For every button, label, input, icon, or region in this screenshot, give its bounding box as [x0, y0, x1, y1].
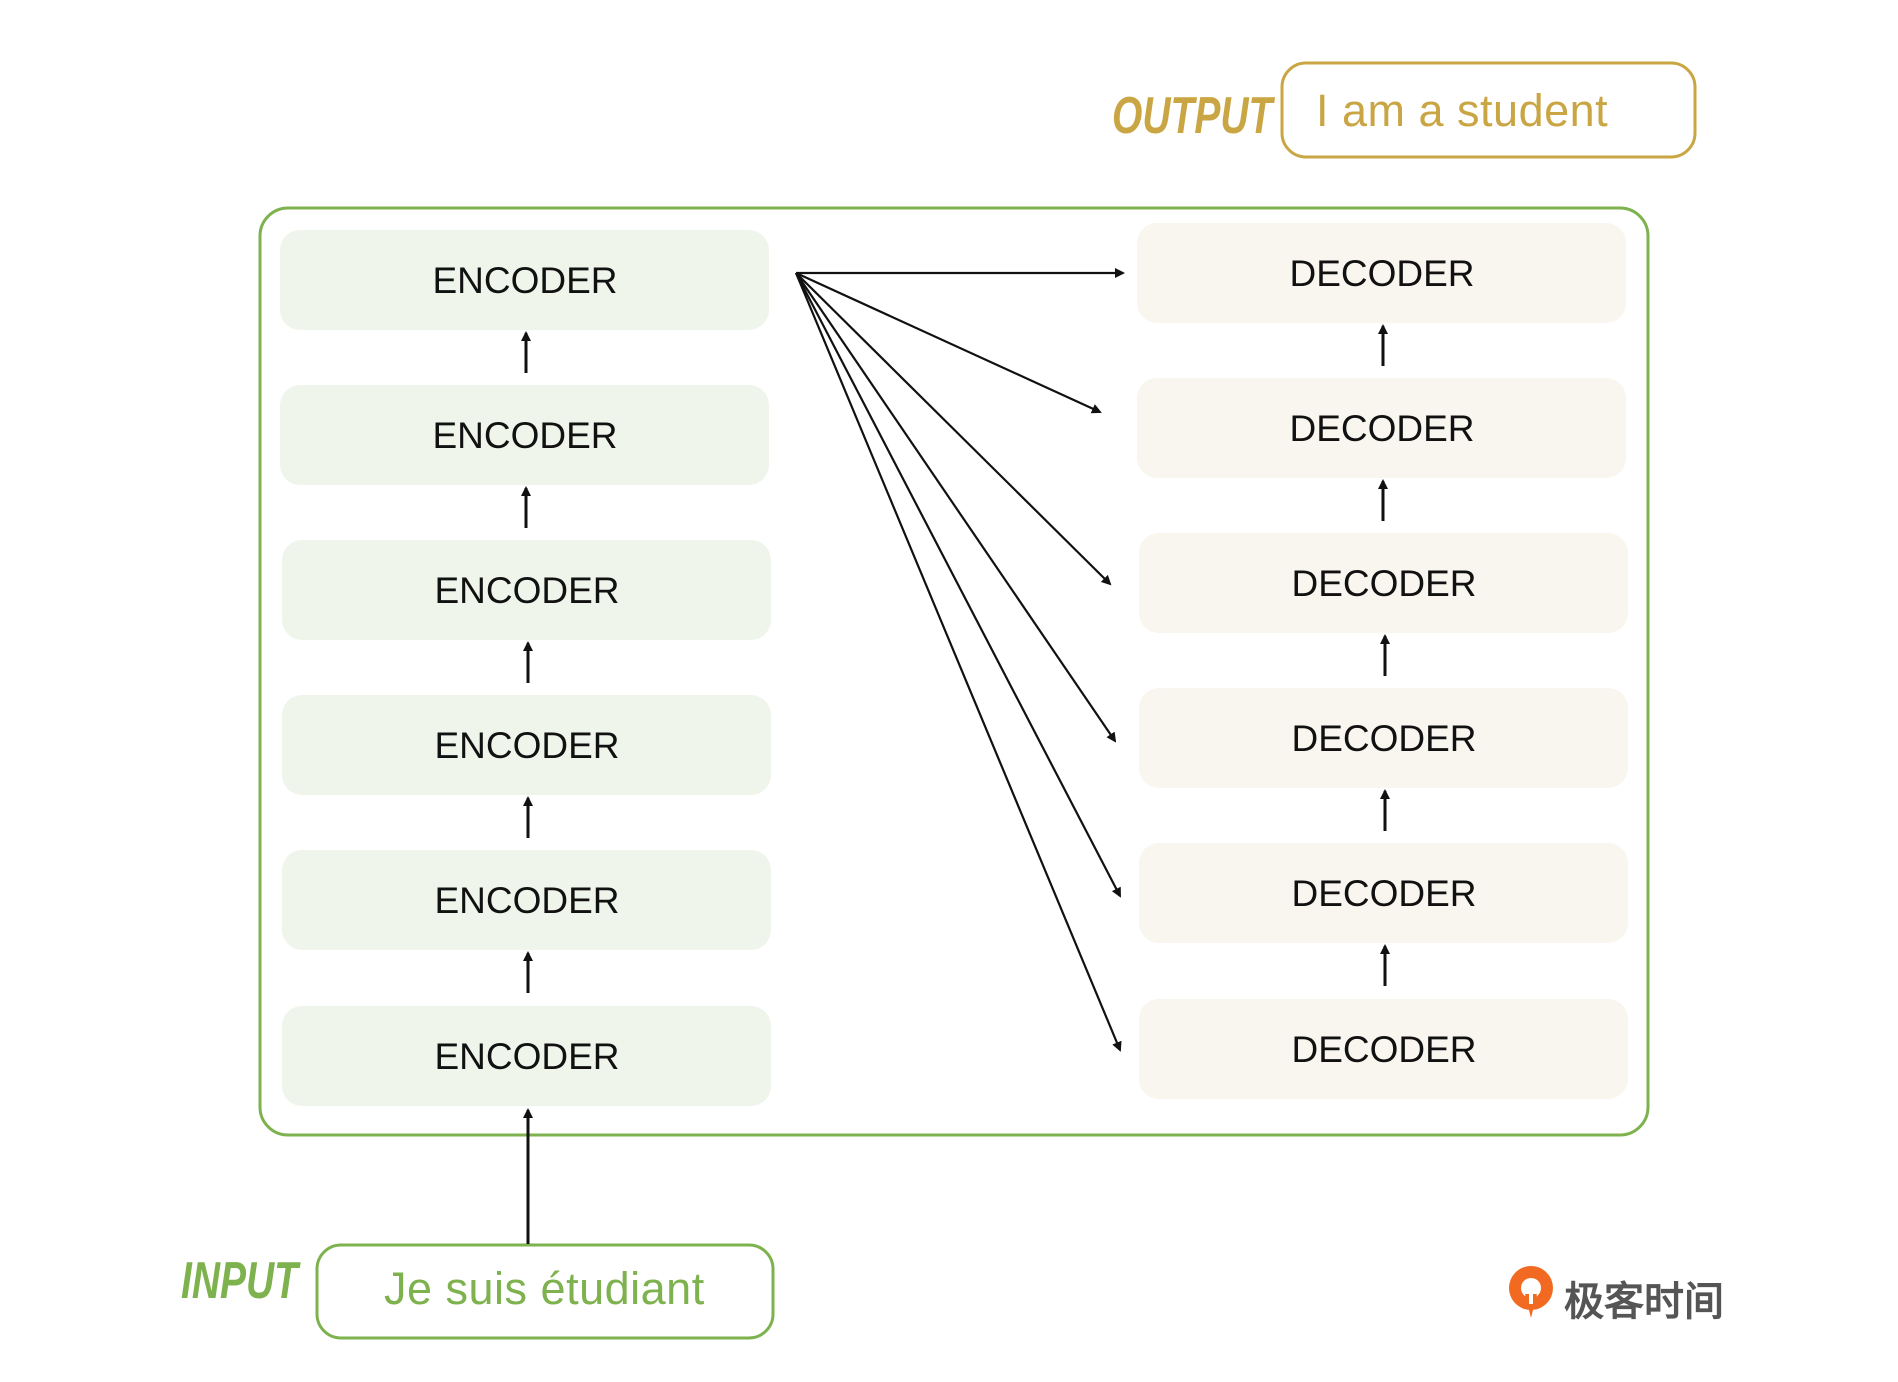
encoder-block — [280, 230, 769, 330]
encoder-label: ENCODER — [434, 725, 619, 766]
decoder-label: DECODER — [1289, 408, 1474, 449]
decoder-label: DECODER — [1291, 563, 1476, 604]
decoder-block — [1137, 223, 1626, 323]
encoder-block — [282, 850, 771, 950]
decoder-block — [1139, 843, 1628, 943]
encoder-block — [282, 1006, 771, 1106]
encoder-to-decoder-arrows — [794, 268, 1125, 1052]
encoder-label: ENCODER — [434, 1036, 619, 1077]
encoder-stack: ENCODER ENCODER ENCODER ENCODER ENCODER … — [280, 230, 771, 1106]
decoder-stack: DECODER DECODER DECODER DECODER DECODER … — [1137, 223, 1628, 1099]
decoder-label: DECODER — [1291, 1029, 1476, 1070]
output-box — [1280, 61, 1697, 159]
encoder-block — [280, 385, 769, 485]
encoder-label: ENCODER — [432, 415, 617, 456]
output-text: I am a student — [1316, 85, 1609, 136]
decoder-flow-arrows — [1378, 324, 1390, 986]
input-tag: INPUT — [181, 1252, 298, 1310]
context-arrow — [794, 272, 1122, 1052]
input-box — [315, 1243, 775, 1340]
context-arrow — [795, 272, 1117, 743]
context-arrow — [795, 272, 1121, 898]
output-tag: OUTPUT — [1112, 87, 1273, 145]
decoder-label: DECODER — [1291, 873, 1476, 914]
decoder-label: DECODER — [1289, 253, 1474, 294]
encoder-block — [282, 540, 771, 640]
geektime-logo-icon — [1509, 1266, 1553, 1318]
decoder-block — [1139, 999, 1628, 1099]
decoder-block — [1139, 533, 1628, 633]
encoder-label: ENCODER — [434, 570, 619, 611]
encoder-label: ENCODER — [432, 260, 617, 301]
decoder-block — [1137, 378, 1626, 478]
encoder-block — [282, 695, 771, 795]
input-text: Je suis étudiant — [384, 1263, 705, 1314]
context-arrow — [795, 272, 1112, 586]
decoder-block — [1139, 688, 1628, 788]
decoder-label: DECODER — [1291, 718, 1476, 759]
context-arrow — [795, 271, 1102, 414]
logo-text: 极客时间 — [1564, 1279, 1724, 1325]
encoder-label: ENCODER — [434, 880, 619, 921]
stack-frame — [258, 206, 1650, 1137]
encoder-flow-arrows — [521, 331, 533, 1244]
geektime-logo: 极客时间 — [1505, 1264, 1735, 1325]
